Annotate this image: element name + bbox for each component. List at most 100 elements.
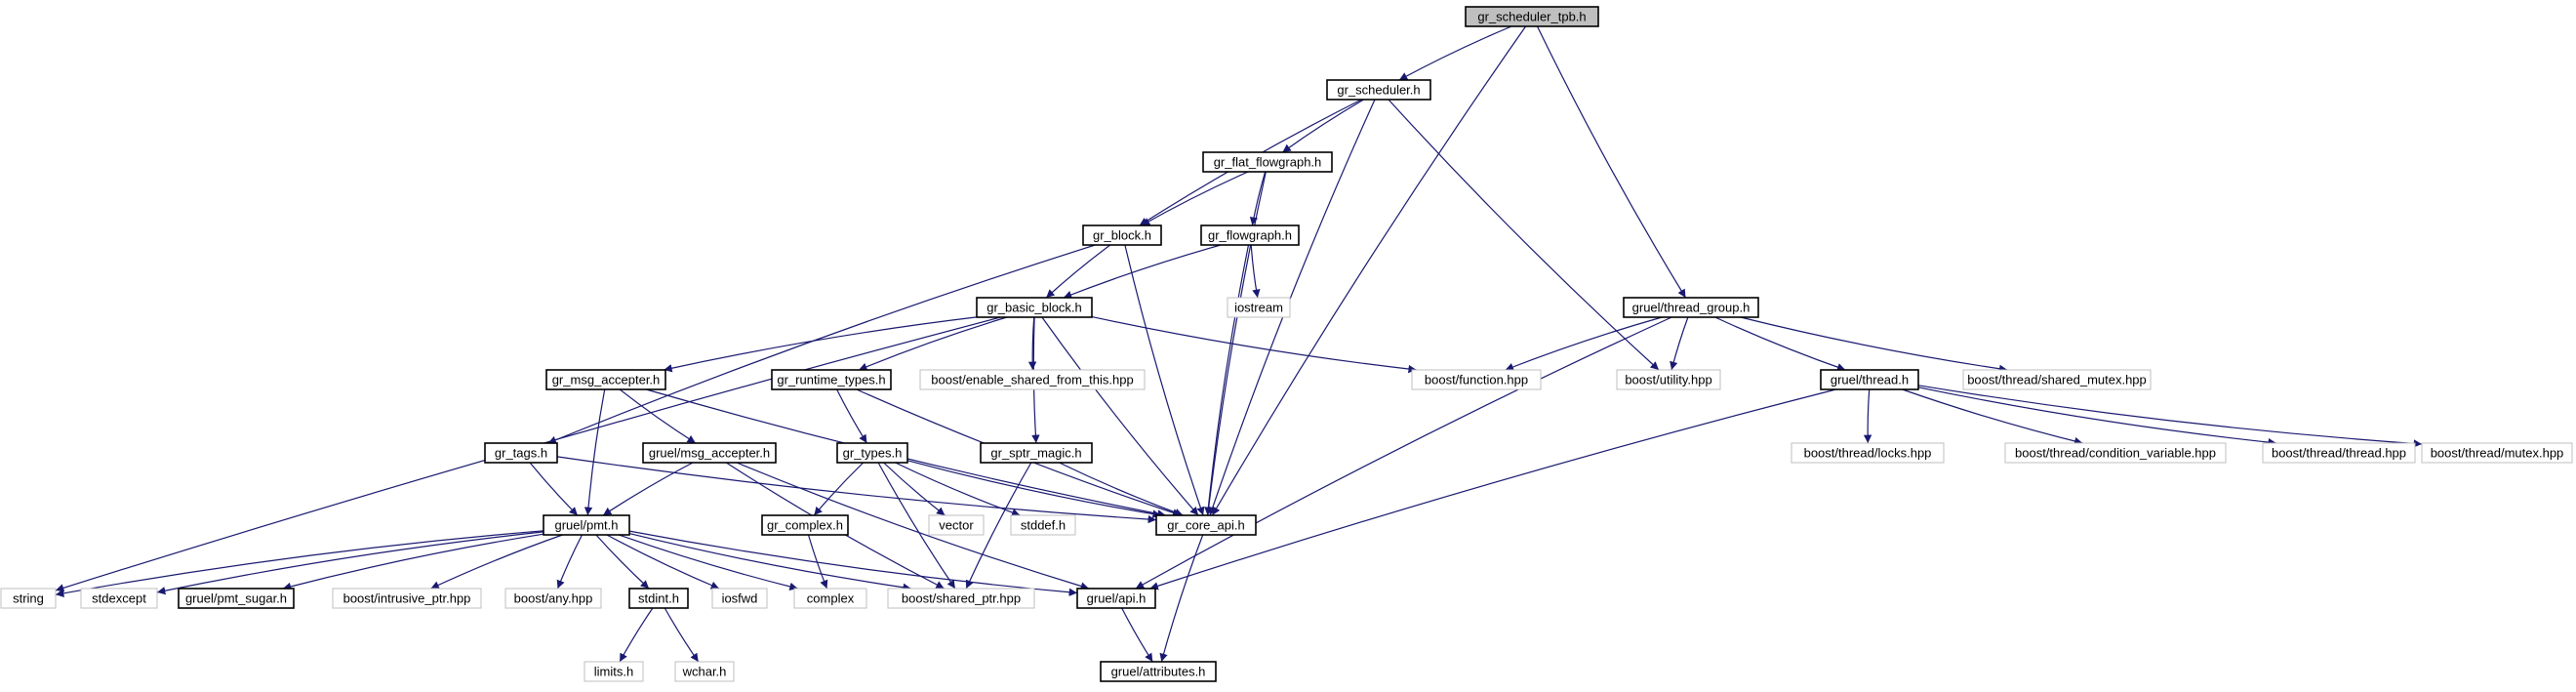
- node-box: [80, 588, 158, 609]
- node-n3[interactable]: gr_block.h: [1082, 224, 1162, 246]
- edge-n23-n31: [430, 534, 563, 590]
- edge-n16-n23: [602, 462, 694, 516]
- node-n31: boost/intrusive_ptr.hpp: [332, 588, 482, 609]
- edge-n2-n4: [1249, 171, 1267, 226]
- node-n17[interactable]: gr_types.h: [836, 442, 908, 464]
- edge-n23-n34: [606, 534, 720, 590]
- node-n4[interactable]: gr_flowgraph.h: [1200, 224, 1300, 246]
- node-n5[interactable]: gr_basic_block.h: [976, 297, 1093, 318]
- node-box: [1082, 224, 1162, 246]
- node-n29: stdexcept: [80, 588, 158, 609]
- node-label: gruel/attributes.h: [1111, 665, 1206, 679]
- edge-n23-n35: [619, 534, 798, 591]
- edges-layer: [55, 25, 2423, 663]
- node-label: gr_flowgraph.h: [1208, 228, 1292, 243]
- edge-n23-n37: [628, 530, 1078, 596]
- edge-n3-n27: [1124, 244, 1205, 516]
- node-box: [543, 514, 630, 536]
- node-n28: string: [0, 588, 57, 609]
- node-label: gr_msg_accepter.h: [552, 373, 661, 387]
- node-n32: boost/any.hpp: [504, 588, 602, 609]
- node-n1[interactable]: gr_scheduler.h: [1326, 79, 1431, 101]
- node-n40[interactable]: gruel/attributes.h: [1100, 661, 1217, 682]
- node-n15[interactable]: gr_tags.h: [484, 442, 558, 464]
- node-label: boost/shared_ptr.hpp: [902, 591, 1021, 606]
- node-box: [584, 661, 644, 682]
- node-label: gruel/thread.h: [1831, 373, 1909, 387]
- edge-n15-n23: [529, 462, 579, 516]
- node-n7[interactable]: gruel/thread_group.h: [1623, 297, 1759, 318]
- node-n30[interactable]: gruel/pmt_sugar.h: [178, 588, 295, 609]
- edge-n4-n27: [1204, 244, 1250, 516]
- edge-n8-n23: [584, 388, 606, 516]
- node-box: [1411, 369, 1542, 390]
- node-n37[interactable]: gruel/api.h: [1076, 588, 1156, 609]
- edge-n9-n17: [836, 388, 867, 444]
- node-box: [674, 661, 735, 682]
- node-n8[interactable]: gr_msg_accepter.h: [545, 369, 666, 390]
- node-n27[interactable]: gr_core_api.h: [1155, 514, 1257, 536]
- node-n23[interactable]: gruel/pmt.h: [543, 514, 630, 536]
- edge-n17-n25: [883, 462, 946, 516]
- edge-n23-n28: [55, 530, 544, 597]
- node-label: gr_flat_flowgraph.h: [1214, 155, 1322, 170]
- node-n24[interactable]: gr_complex.h: [761, 514, 849, 536]
- edge-n18-n36: [965, 462, 1032, 590]
- node-label: gr_core_api.h: [1167, 518, 1245, 533]
- node-box: [1227, 297, 1291, 318]
- node-n38: limits.h: [584, 661, 644, 682]
- node-label: stddef.h: [1021, 518, 1066, 533]
- edge-n13-n20: [1902, 388, 2083, 446]
- node-n22: boost/thread/mutex.hpp: [2421, 442, 2573, 464]
- node-n21: boost/thread/thread.hpp: [2262, 442, 2416, 464]
- node-n2[interactable]: gr_flat_flowgraph.h: [1202, 151, 1333, 173]
- node-n33[interactable]: stdint.h: [628, 588, 689, 609]
- node-box: [1076, 588, 1156, 609]
- node-label: gr_types.h: [843, 446, 903, 461]
- edge-n13-n19: [1863, 388, 1872, 444]
- nodes-layer: gr_scheduler_tpb.h gr_scheduler.h gr_flat_…: [0, 6, 2573, 682]
- edge-n24-n35: [807, 534, 828, 590]
- edge-n8-n16: [619, 388, 697, 444]
- edge-n13-n22: [1917, 385, 2423, 448]
- edge-n1-n12: [1388, 99, 1660, 371]
- edge-n17-n26: [895, 462, 1021, 517]
- node-box: [628, 588, 689, 609]
- node-label: boost/thread/condition_variable.hpp: [2015, 446, 2216, 461]
- node-box: [504, 588, 602, 609]
- node-box: [1100, 661, 1217, 682]
- node-label: string: [13, 591, 44, 606]
- node-box: [2421, 442, 2573, 464]
- node-box: [1962, 369, 2152, 390]
- node-n9[interactable]: gr_runtime_types.h: [771, 369, 892, 390]
- node-label: wchar.h: [682, 665, 727, 679]
- node-n6: iostream: [1227, 297, 1291, 318]
- node-n13[interactable]: gruel/thread.h: [1820, 369, 1919, 390]
- node-label: boost/thread/locks.hpp: [1804, 446, 1932, 461]
- node-n18[interactable]: gr_sptr_magic.h: [980, 442, 1093, 464]
- edge-n5-n27: [1041, 316, 1199, 516]
- node-n0[interactable]: gr_scheduler_tpb.h: [1465, 6, 1599, 27]
- edge-n33-n38: [619, 607, 654, 663]
- node-label: gr_scheduler.h: [1337, 83, 1420, 98]
- node-label: boost/thread/thread.hpp: [2272, 446, 2406, 461]
- node-label: stdexcept: [92, 591, 146, 606]
- node-n20: boost/thread/condition_variable.hpp: [2004, 442, 2227, 464]
- node-n39: wchar.h: [674, 661, 735, 682]
- edge-n7-n13: [1714, 316, 1846, 372]
- node-label: gr_basic_block.h: [986, 301, 1082, 315]
- node-box: [2004, 442, 2227, 464]
- node-box: [1820, 369, 1919, 390]
- node-label: boost/enable_shared_from_this.hpp: [931, 373, 1133, 387]
- node-box: [761, 514, 849, 536]
- edge-n23-n36: [628, 533, 911, 591]
- node-box: [0, 588, 57, 609]
- node-label: boost/thread/shared_mutex.hpp: [1967, 373, 2147, 387]
- node-label: boost/intrusive_ptr.hpp: [343, 591, 471, 606]
- node-label: gr_scheduler_tpb.h: [1477, 10, 1586, 24]
- node-n11: boost/function.hpp: [1411, 369, 1542, 390]
- node-n16[interactable]: gruel/msg_accepter.h: [642, 442, 777, 464]
- edge-n3-n15: [547, 244, 1096, 444]
- node-label: boost/thread/mutex.hpp: [2431, 446, 2564, 461]
